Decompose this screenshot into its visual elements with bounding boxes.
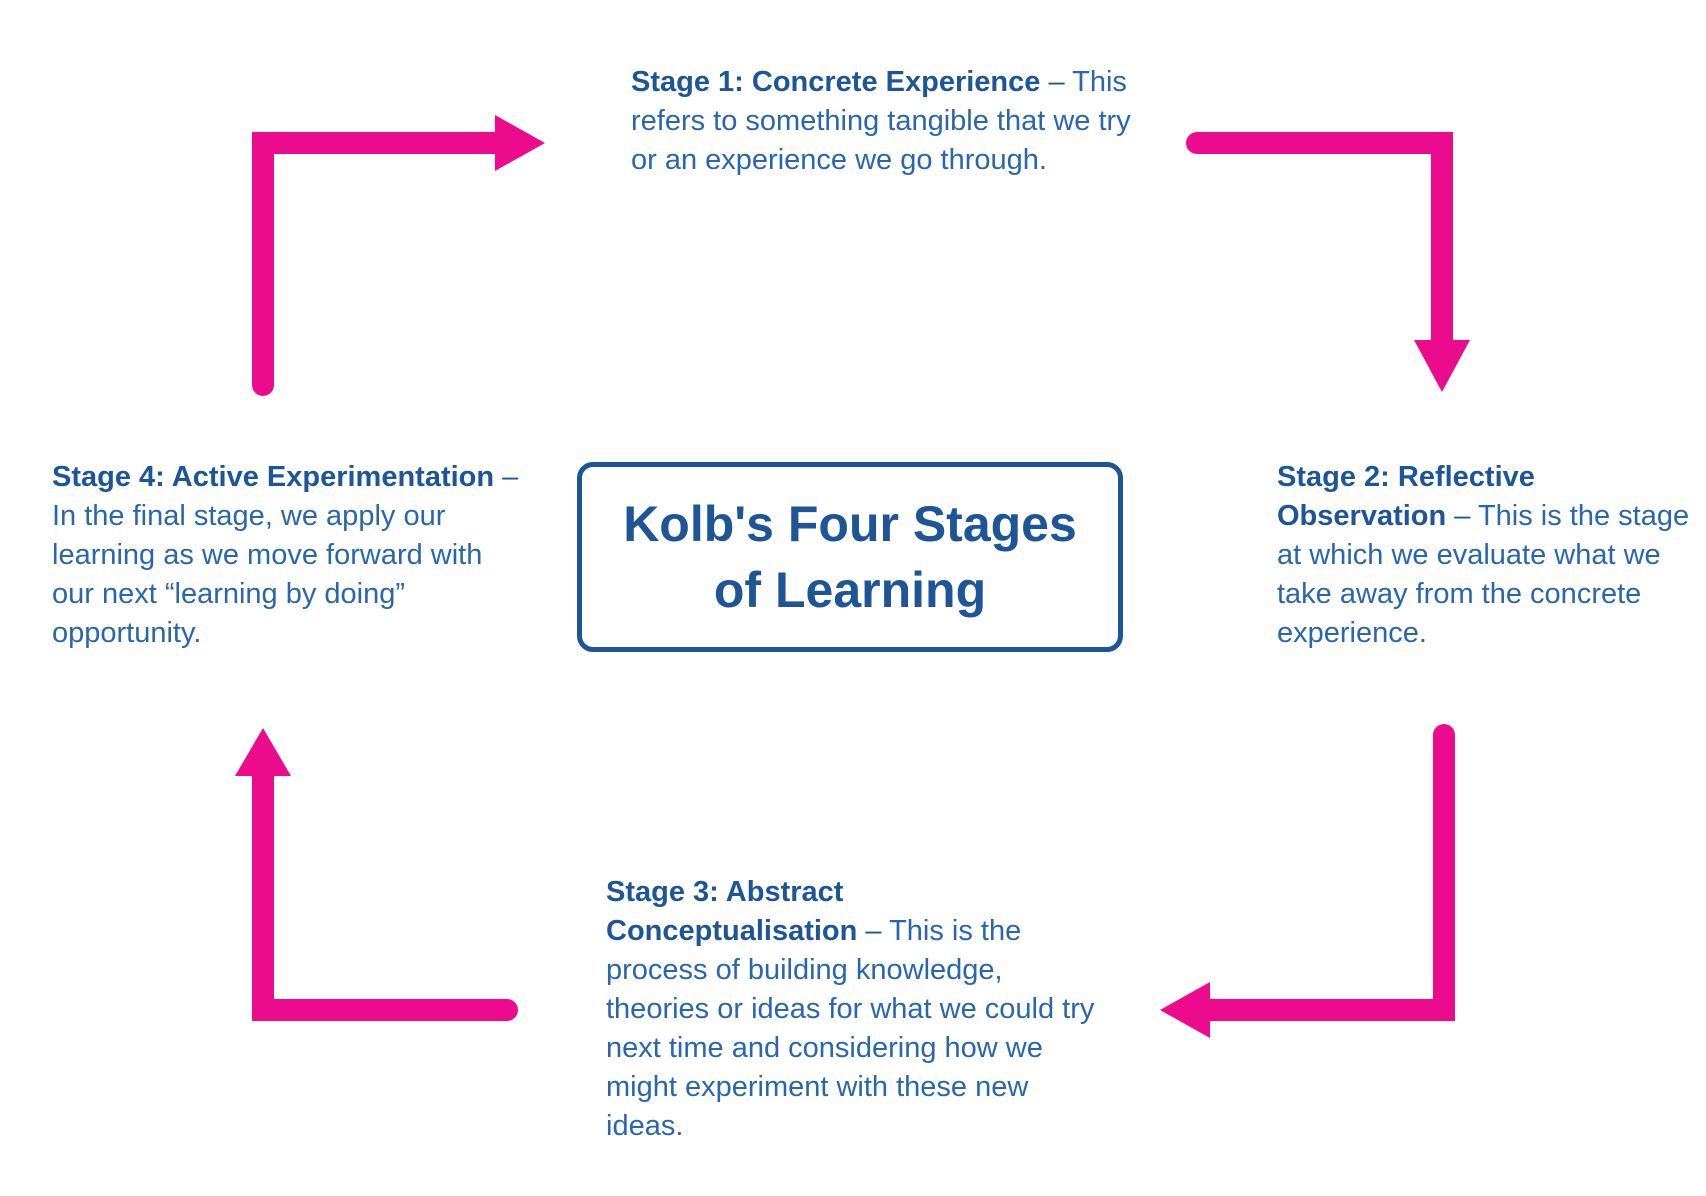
arrow-shaft bbox=[252, 759, 518, 1021]
stage-3-separator: – bbox=[865, 915, 890, 947]
arrowhead-down bbox=[1414, 340, 1470, 392]
stage-3-block: Stage 3: Abstract Conceptualisation – Th… bbox=[606, 873, 1096, 1146]
stage-4-block: Stage 4: Active Experimentation – In the… bbox=[52, 458, 522, 653]
arrow-shaft bbox=[1186, 132, 1453, 356]
arrow-stage1-to-stage2 bbox=[1186, 132, 1470, 392]
arrowhead-right bbox=[495, 115, 545, 171]
stage-2-block: Stage 2: Reflective Observation – This i… bbox=[1277, 458, 1697, 653]
stage-2-title: Stage 2: Reflective Observation bbox=[1277, 461, 1535, 532]
stage-4-separator: – bbox=[502, 461, 519, 493]
stage-1-block: Stage 1: Concrete Experience – This refe… bbox=[631, 63, 1131, 180]
arrow-stage2-to-stage3 bbox=[1160, 724, 1455, 1038]
arrowhead-left bbox=[1160, 982, 1210, 1038]
stage-4-title: Stage 4: Active Experimentation bbox=[52, 461, 495, 493]
stage-4-description: In the final stage, we apply our learnin… bbox=[52, 500, 483, 649]
arrow-shaft bbox=[252, 132, 516, 396]
arrow-stage3-to-stage4 bbox=[235, 728, 518, 1021]
stage-3-title: Stage 3: Abstract Conceptualisation bbox=[606, 876, 858, 947]
stage-1-separator: – bbox=[1048, 66, 1073, 98]
center-title-box: Kolb's Four Stages of Learning bbox=[577, 462, 1123, 652]
diagram-title: Kolb's Four Stages of Learning bbox=[623, 496, 1077, 618]
arrowhead-up bbox=[235, 728, 291, 776]
stage-1-title: Stage 1: Concrete Experience bbox=[631, 66, 1041, 98]
stage-2-separator: – bbox=[1454, 500, 1478, 532]
stage-2-description: This is the stage at which we evaluate w… bbox=[1277, 500, 1690, 649]
stage-3-description: This is the process of building knowledg… bbox=[606, 915, 1095, 1142]
arrow-stage4-to-stage1 bbox=[252, 115, 545, 396]
arrow-shaft bbox=[1194, 724, 1455, 1021]
stage-1-description: This refers to something tangible that w… bbox=[631, 66, 1131, 176]
